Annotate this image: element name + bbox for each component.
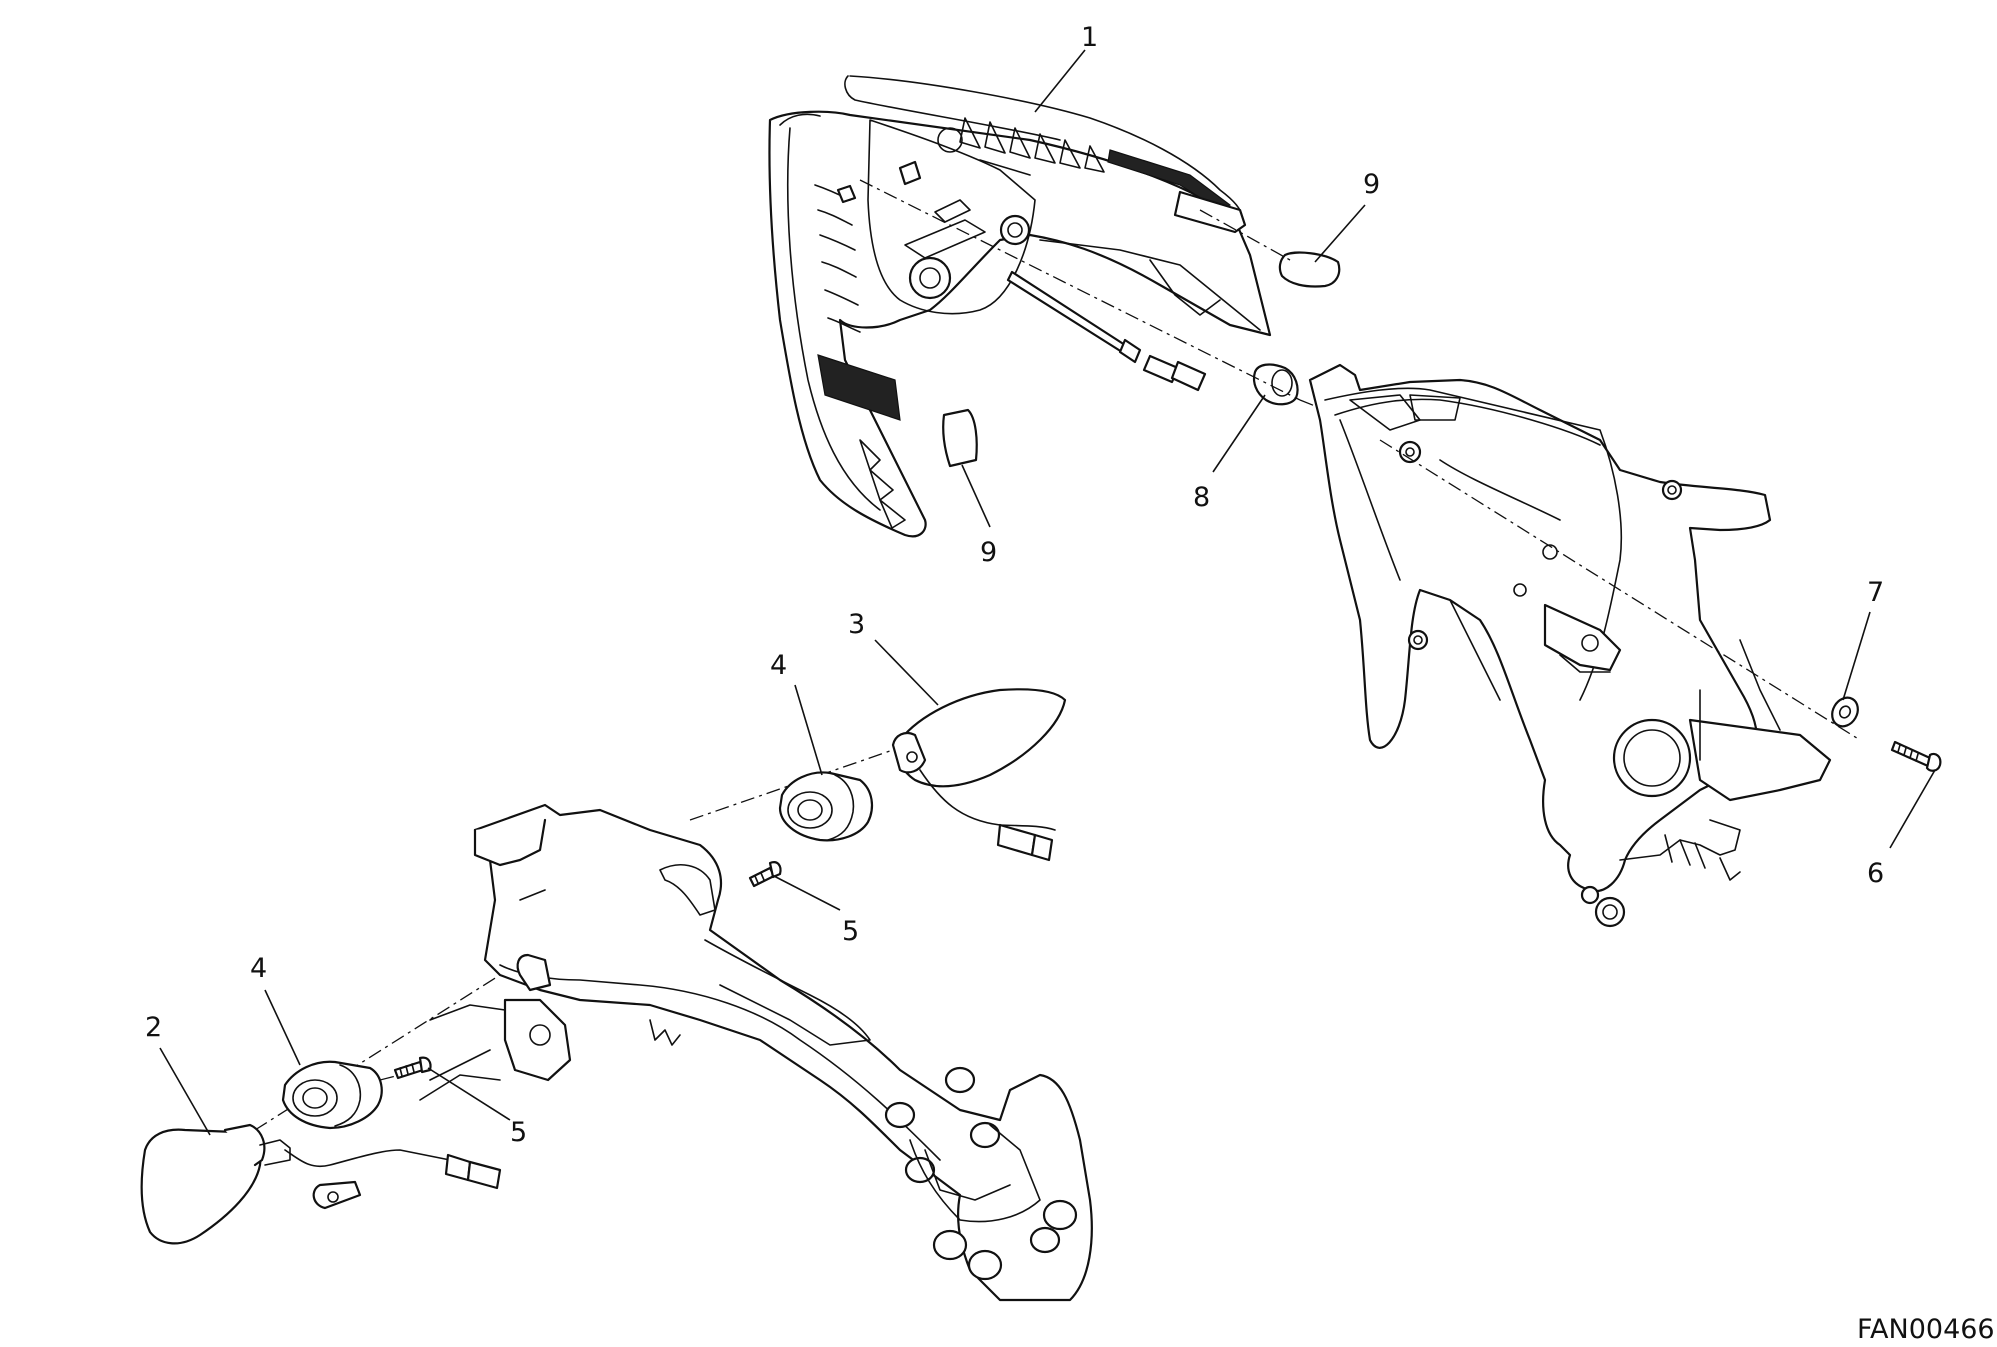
- rear-indicator-left: [140, 1123, 502, 1245]
- callout-2: 2: [145, 1012, 162, 1043]
- rear-indicator-right: [891, 688, 1067, 862]
- rubber-plug-right: [1278, 251, 1341, 288]
- callout-3: 3: [848, 609, 865, 640]
- rear-bracket: [1308, 363, 1832, 928]
- drawing-code: FAN00466: [1857, 1314, 1995, 1345]
- rear-bosses: [884, 1066, 1078, 1281]
- vent-slots-top: [959, 117, 1232, 211]
- leader-lines: [159, 49, 1936, 1136]
- indicator-grommet-lower: [281, 1060, 383, 1130]
- subframe: [419, 803, 1093, 1302]
- callout-7: 7: [1867, 577, 1884, 608]
- rubber-plug-left: [942, 408, 978, 468]
- screw: [1890, 740, 1942, 772]
- callout-6: 6: [1867, 858, 1884, 889]
- callout-9-right: 9: [1363, 169, 1380, 200]
- callout-1: 1: [1081, 22, 1098, 53]
- callout-4-upper: 4: [770, 650, 787, 681]
- callout-labels: 1 9 9 8 7 6 3 4 5 4 2 5: [145, 22, 1884, 1148]
- tail-light-assembly: [768, 75, 1272, 538]
- callout-5-upper: 5: [842, 916, 859, 947]
- washer: [1831, 696, 1859, 728]
- callout-4-lower: 4: [250, 953, 267, 984]
- callout-5-lower: 5: [510, 1117, 527, 1148]
- screw-lower: [393, 1056, 432, 1080]
- screw-upper: [748, 861, 782, 888]
- callout-9-left: 9: [980, 537, 997, 568]
- vent-slots-side: [814, 184, 906, 529]
- callout-8: 8: [1193, 482, 1210, 513]
- indicator-grommet-upper: [778, 771, 874, 842]
- grommet: [1252, 363, 1299, 406]
